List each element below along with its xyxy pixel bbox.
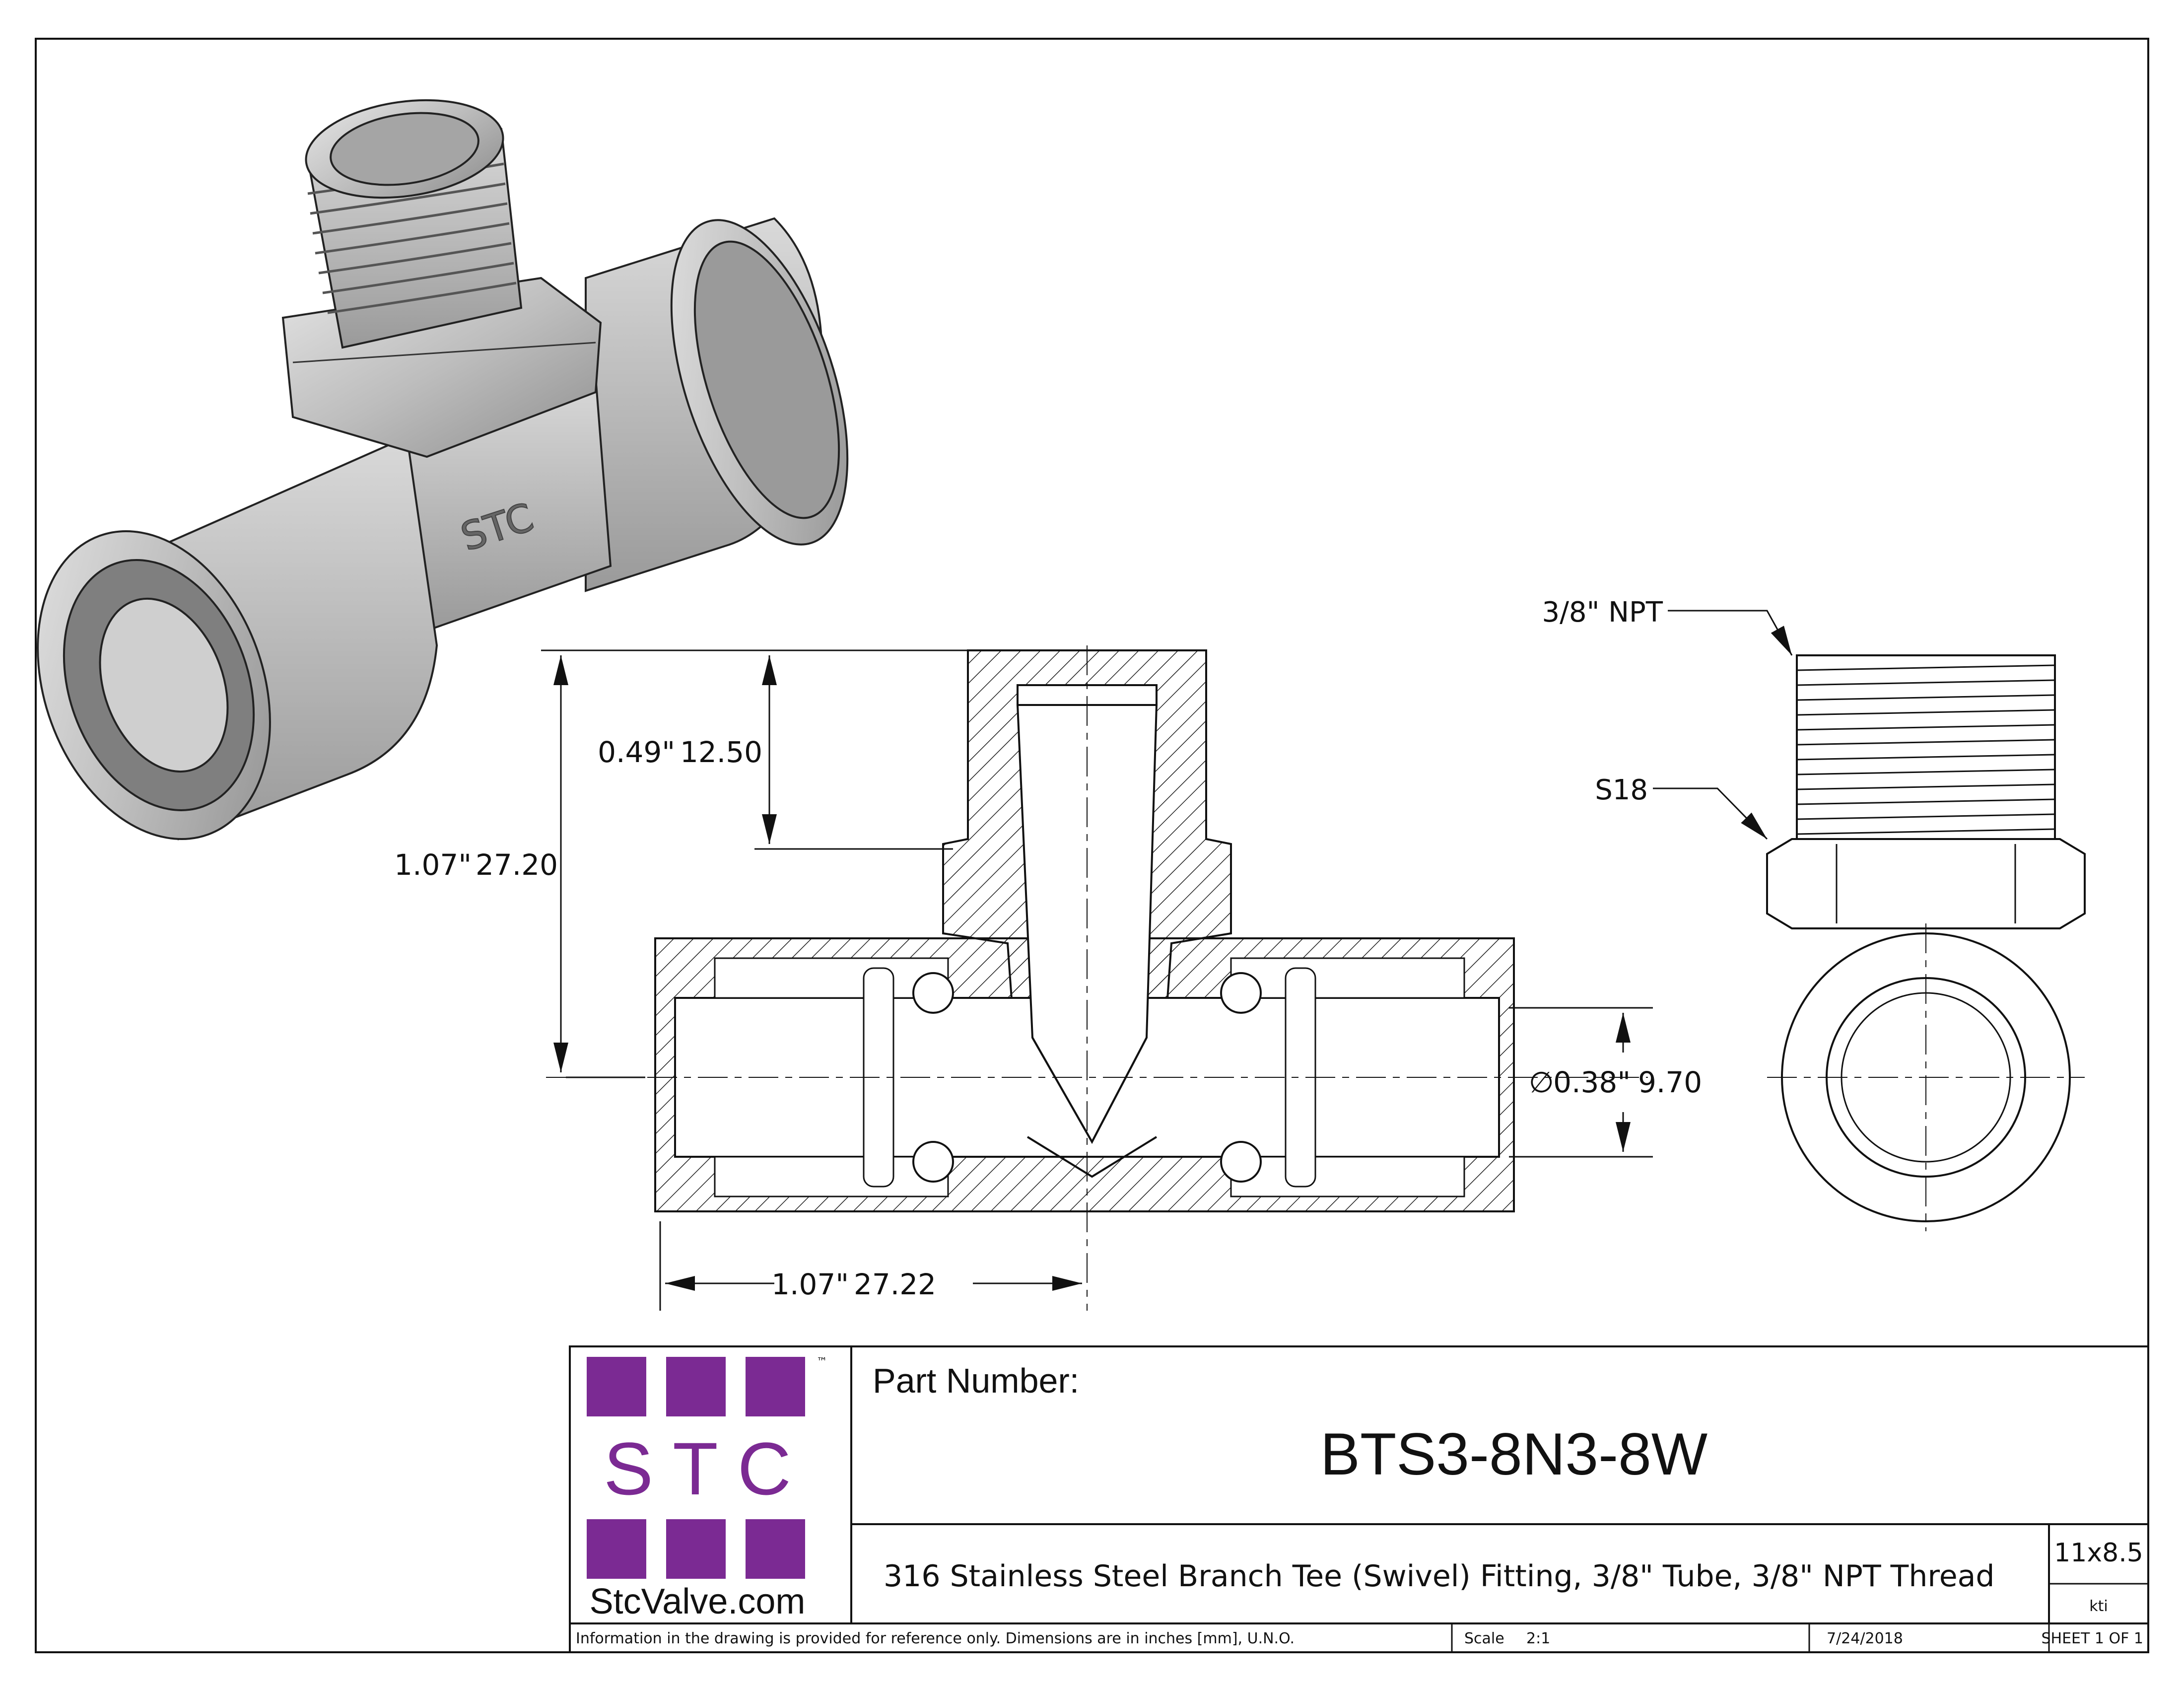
svg-text:S T C: S T C	[604, 1427, 791, 1510]
svg-text:9.70: 9.70	[1638, 1065, 1702, 1099]
section-view	[546, 645, 1648, 1311]
sheet-number: SHEET 1 OF 1	[2042, 1630, 2144, 1647]
svg-text:1.07": 1.07"	[771, 1267, 849, 1301]
callout-thread: 3/8" NPT	[1542, 596, 1793, 656]
title-block: S T C ™ StcValve.com Part Number: BTS3-8…	[569, 1345, 2149, 1653]
svg-text:0.38": 0.38"	[1553, 1065, 1631, 1099]
dim-overall-height: 1.07" 27.20	[394, 848, 558, 882]
dim-half-length: 1.07" 27.22	[771, 1267, 936, 1301]
dimension-lines	[541, 649, 1653, 1311]
drawn-by: kti	[2089, 1598, 2108, 1615]
svg-text:S18: S18	[1595, 774, 1648, 806]
svg-text:27.22: 27.22	[854, 1267, 936, 1301]
svg-text:™: ™	[817, 1356, 827, 1368]
scale-label: Scale	[1464, 1630, 1504, 1647]
svg-text:1.07": 1.07"	[394, 848, 472, 882]
svg-text:3/8" NPT: 3/8" NPT	[1542, 596, 1663, 629]
svg-text:0.49": 0.49"	[598, 735, 675, 769]
isometric-view: STC	[37, 99, 849, 841]
part-description: 316 Stainless Steel Branch Tee (Swivel) …	[884, 1559, 1994, 1594]
disclaimer: Information in the drawing is provided f…	[576, 1630, 1295, 1647]
svg-text:12.50: 12.50	[680, 735, 762, 769]
part-number: BTS3-8N3-8W	[1320, 1421, 1707, 1487]
side-view	[1766, 654, 2086, 1231]
sheet-size: 11x8.5	[2054, 1538, 2143, 1568]
scale-value: 2:1	[1526, 1630, 1550, 1647]
svg-text:StcValve.com: StcValve.com	[590, 1582, 806, 1621]
part-number-label: Part Number:	[873, 1361, 1079, 1400]
dim-tube-diameter: ∅ 0.38" 9.70	[1529, 1065, 1702, 1099]
callout-hex: S18	[1595, 774, 1768, 840]
drawing-date: 7/24/2018	[1827, 1630, 1903, 1647]
svg-text:27.20: 27.20	[476, 848, 558, 882]
svg-text:∅: ∅	[1529, 1065, 1554, 1099]
dim-thread-depth: 0.49" 12.50	[598, 735, 762, 769]
stc-logo: S T C ™ StcValve.com	[587, 1356, 827, 1621]
